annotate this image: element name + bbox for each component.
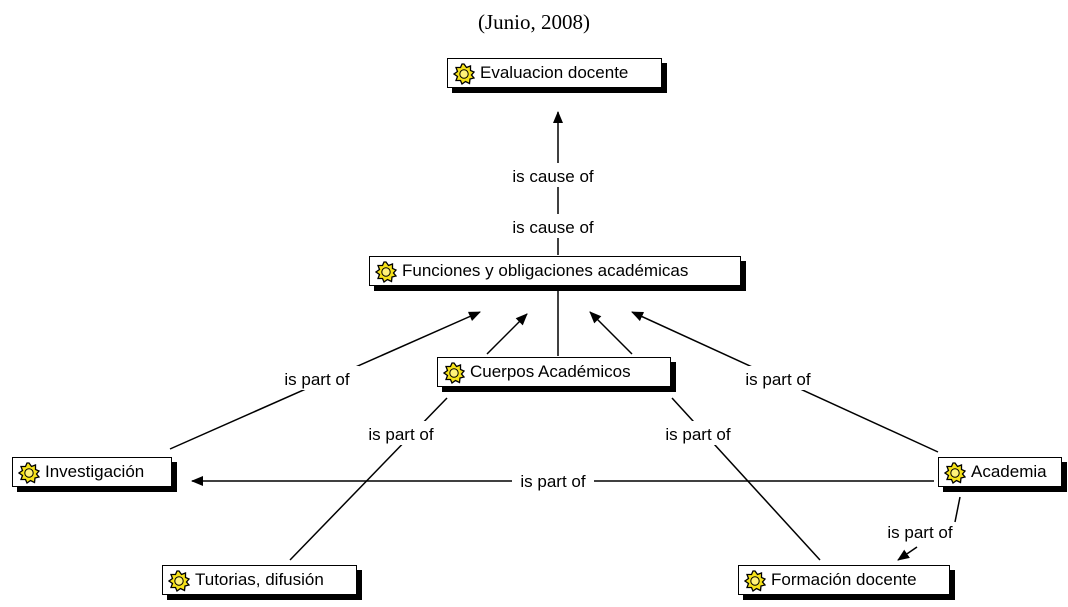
concept-gear-icon [453,63,475,85]
concept-gear-icon [443,362,465,384]
link-label-cause-2: is cause of [512,218,594,237]
node-label: Formación docente [771,570,917,589]
node-academia[interactable]: Academia [938,457,1062,487]
concept-gear-icon [18,462,40,484]
concept-gear-icon [375,261,397,283]
link-label-part-investigacion: is part of [284,370,349,389]
node-tutorias-difusion[interactable]: Tutorias, difusión [162,565,357,595]
node-label: Funciones y obligaciones académicas [402,261,689,280]
node-cuerpos-academicos[interactable]: Cuerpos Académicos [437,357,671,387]
edge-cuerpos-funciones-left [486,313,528,355]
node-label: Academia [971,462,1047,481]
link-label-part-academia: is part of [745,370,810,389]
link-label-cause-1: is cause of [512,167,594,186]
concept-gear-icon [744,570,766,592]
link-label-part-formacion: is part of [665,425,730,444]
node-label: Evaluacion docente [480,63,629,82]
edge-academia-formacion-bottom [897,546,918,561]
concept-gear-icon [168,570,190,592]
node-label: Investigación [45,462,145,481]
node-funciones-obligaciones[interactable]: Funciones y obligaciones académicas [369,256,741,286]
concept-gear-icon [944,462,966,484]
node-formacion-docente[interactable]: Formación docente [738,565,950,595]
node-investigacion[interactable]: Investigación [12,457,172,487]
node-evaluacion-docente[interactable]: Evaluacion docente [447,58,662,88]
caption: (Junio, 2008) [478,10,590,34]
edge-academia-formacion-top [954,496,961,523]
edge-cuerpos-funciones-right [589,311,633,355]
node-label: Tutorias, difusión [195,570,324,589]
link-label-part-academia-formacion: is part of [887,523,952,542]
node-label: Cuerpos Académicos [470,362,631,381]
link-label-part-horizontal: is part of [520,472,585,491]
link-label-part-tutorias: is part of [368,425,433,444]
